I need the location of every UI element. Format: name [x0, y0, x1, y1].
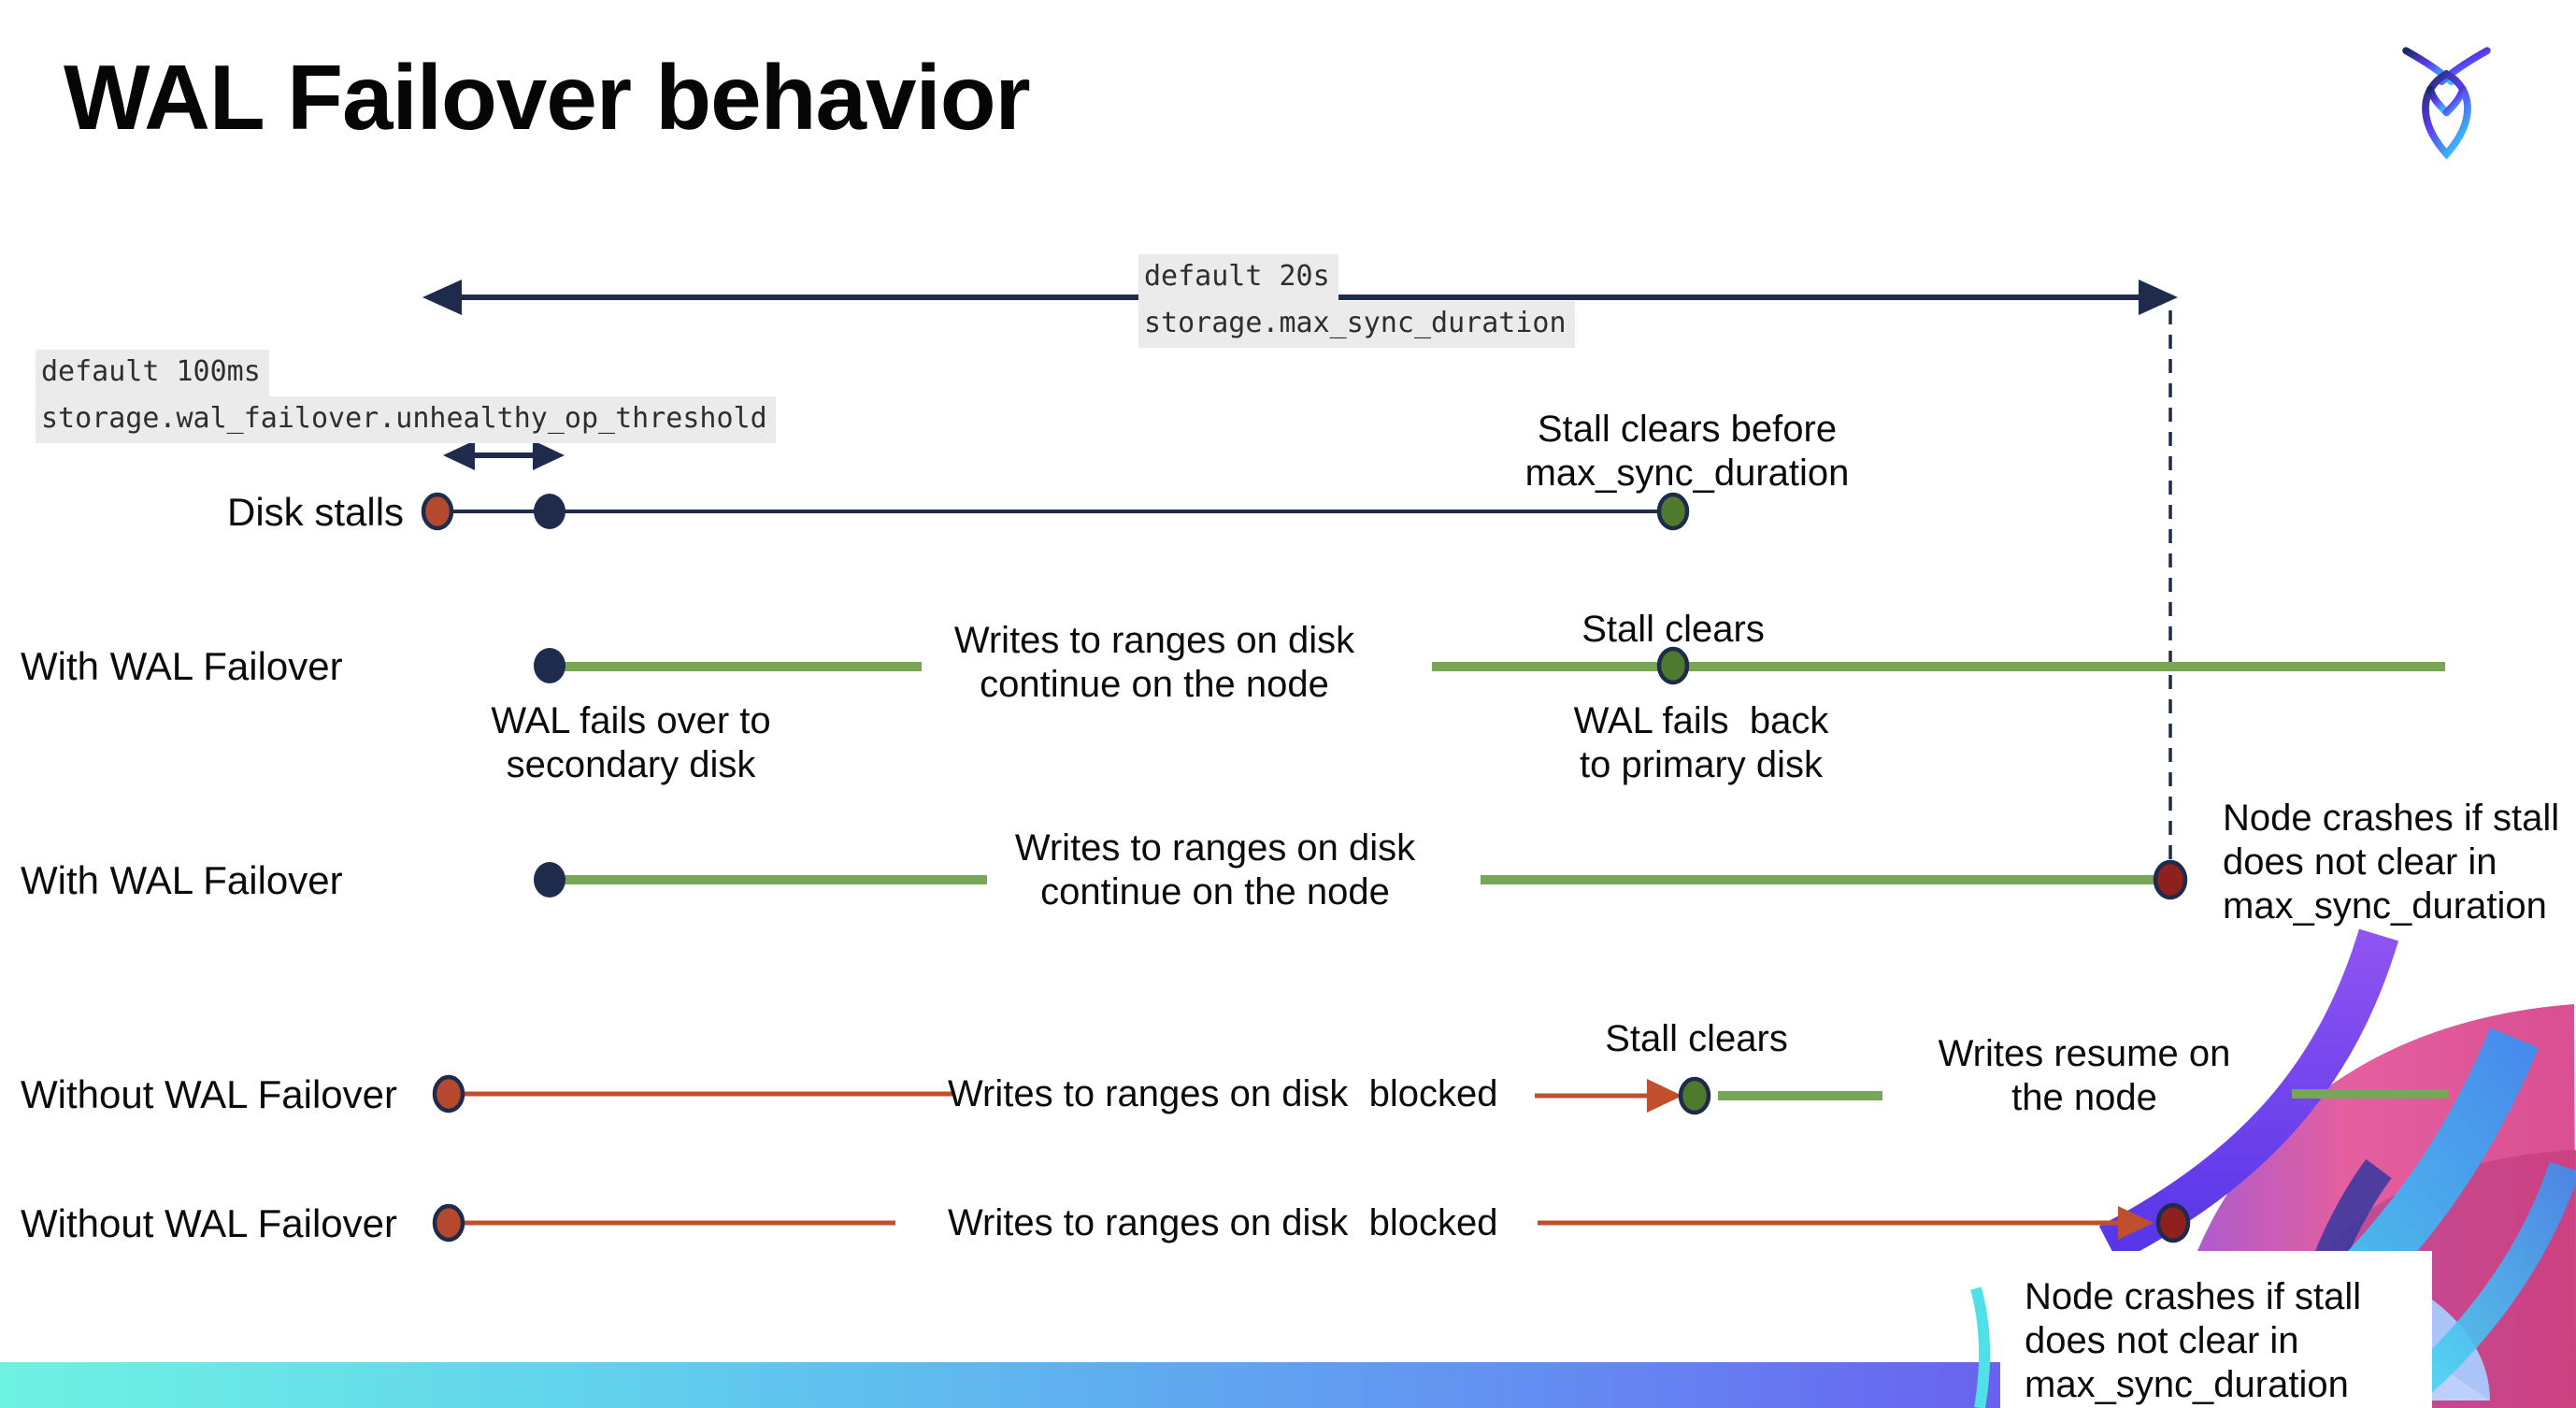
stall-clears-dot — [1656, 492, 1690, 531]
crash-text-line: does not clear in — [2025, 1320, 2299, 1361]
node-crash-note: Node crashes if stall does not clear in … — [2223, 797, 2560, 927]
disk-stall-start-dot — [421, 492, 454, 531]
disk-stall-start-dot — [432, 1074, 465, 1113]
unhealthy-op-threshold-callout: default 100ms storage.wal_failover.unhea… — [36, 350, 776, 443]
row-label-without-wal-failover: Without WAL Failover — [21, 1072, 397, 1116]
failover-dot — [534, 648, 565, 683]
unhealthy-op-threshold-arrow — [443, 440, 565, 470]
disk-stall-start-dot — [432, 1203, 465, 1243]
right-arrowhead — [2139, 280, 2178, 315]
wal-fails-over-note: WAL fails over to secondary disk — [491, 700, 771, 785]
callout-setting-name: storage.max_sync_duration — [1138, 301, 1575, 348]
cockroachdb-logo-icon — [2402, 47, 2491, 160]
right-arrowhead — [533, 440, 565, 470]
left-arrowhead — [443, 440, 475, 470]
failover-dot — [534, 862, 565, 898]
writes-continue-note: Writes to ranges on disk continue on the… — [1014, 827, 1416, 912]
max-sync-duration-callout: default 20s storage.max_sync_duration — [1138, 254, 1575, 348]
row-label-without-wal-failover: Without WAL Failover — [21, 1201, 397, 1245]
row-wal-failover-clears-timeline — [534, 646, 2445, 685]
row-label-disk-stalls: Disk stalls — [227, 490, 405, 534]
writes-blocked-note: Writes to ranges on disk blocked — [948, 1073, 1498, 1114]
crash-callout-box: Node crashes if stall does not clear in … — [2000, 1251, 2432, 1408]
row-no-failover-clears-timeline — [432, 1074, 2449, 1115]
stall-clears-before-note: Stall clears before max_sync_duration — [1524, 409, 1850, 494]
node-crash-dot — [2153, 859, 2188, 900]
writes-continue-note: Writes to ranges on disk continue on the… — [953, 620, 1355, 705]
artwork-cyan-sliver — [1970, 1286, 1991, 1408]
failover-threshold-dot — [534, 494, 565, 529]
row-disk-stalls-timeline — [421, 492, 1690, 531]
crash-text-line: max_sync_duration — [2025, 1364, 2349, 1405]
callout-default-value: default 100ms — [36, 350, 269, 396]
page-title: WAL Failover behavior — [64, 46, 1031, 149]
stall-clears-note: Stall clears — [1581, 609, 1765, 650]
wal-fails-back-note: WAL fails back to primary disk — [1573, 700, 1829, 785]
red-arrowhead — [2118, 1206, 2154, 1240]
node-crash-dot — [2155, 1202, 2191, 1243]
row-label-with-wal-failover: With WAL Failover — [21, 644, 343, 688]
callout-default-value: default 20s — [1138, 254, 1338, 301]
writes-blocked-note: Writes to ranges on disk blocked — [948, 1202, 1498, 1243]
row-label-with-wal-failover: With WAL Failover — [21, 858, 343, 902]
stall-clears-note: Stall clears — [1605, 1018, 1788, 1059]
red-arrowhead — [1647, 1079, 1682, 1113]
left-arrowhead — [422, 280, 462, 315]
stall-clears-dot — [1678, 1076, 1711, 1115]
stall-clears-dot — [1656, 646, 1690, 685]
crash-text-line: Node crashes if stall — [2025, 1276, 2362, 1317]
writes-resume-note: Writes resume on the node — [1938, 1033, 2231, 1118]
row-wal-failover-crash-timeline — [534, 859, 2188, 900]
callout-setting-name: storage.wal_failover.unhealthy_op_thresh… — [36, 396, 776, 443]
row-no-failover-crash-timeline — [432, 1202, 2191, 1243]
